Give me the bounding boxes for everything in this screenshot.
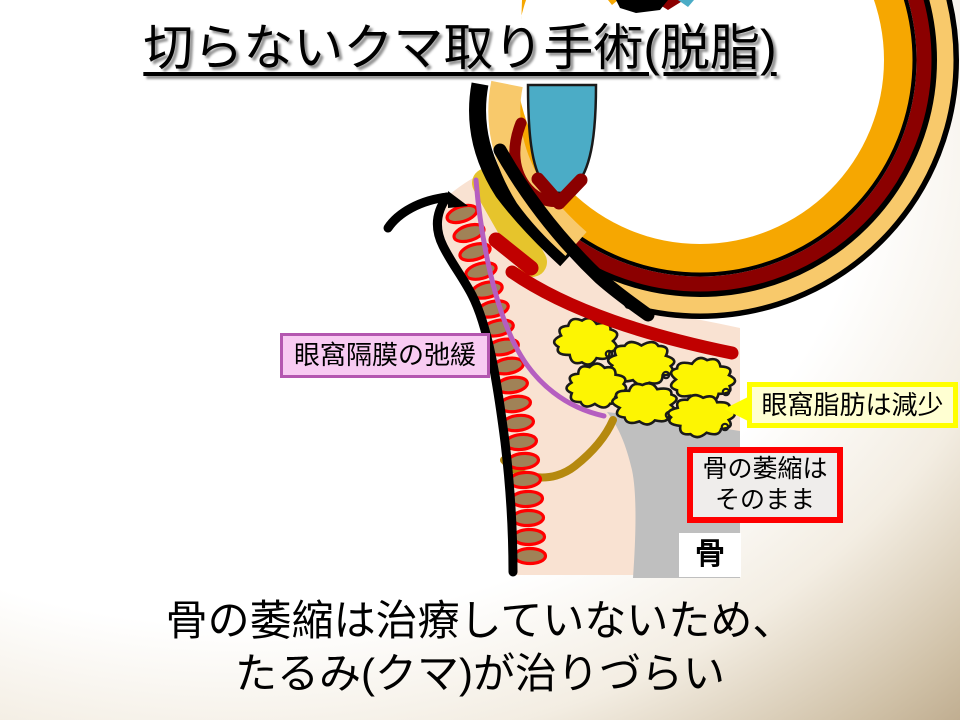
muscle-curve — [505, 265, 739, 360]
left-arrow-icon — [724, 396, 750, 422]
tarsal-plate — [472, 168, 547, 277]
eyeball-rings — [517, 0, 959, 319]
orbital-septum-line — [473, 177, 607, 419]
fat-lobule — [667, 393, 737, 439]
muscle-fiber — [509, 489, 545, 509]
callout-orbital-septum: 眼窩隔膜の弛緩 — [280, 333, 490, 378]
callout-bone-atrophy: 骨の萎縮は そのまま — [687, 447, 843, 523]
muscle-bar — [488, 232, 539, 276]
muscle-fiber — [511, 527, 547, 547]
eyelash-curl — [383, 192, 453, 233]
lid-margin-band — [469, 82, 572, 267]
fat-lobule — [552, 316, 619, 366]
fat-lobule — [611, 381, 678, 426]
fat-lobule-stem — [721, 387, 731, 397]
callout-orbital-fat-text: 眼窩脂肪は減少 — [761, 389, 944, 420]
muscle-fiber — [510, 508, 546, 528]
lid-globe-gap — [493, 143, 655, 322]
eyelash-tick — [448, 191, 468, 208]
muscle-fiber — [512, 546, 548, 566]
conclusion-line2: たるみ(クマ)が治りづらい — [235, 650, 725, 698]
upper-lid-fragment — [608, 0, 694, 13]
title-text: 切らないクマ取り手術(脱脂) — [143, 20, 777, 76]
fat-lobule-stem — [720, 422, 730, 432]
conclusion-line1: 骨の萎縮は治療していないため、 — [165, 597, 795, 644]
callout-bone-atrophy-line1: 骨の萎縮は — [702, 454, 828, 483]
callout-orbital-fat: 眼窩脂肪は減少 — [747, 382, 958, 428]
fat-lobule-stem — [661, 370, 671, 380]
callout-bone: 骨 — [679, 533, 741, 577]
callout-bone-atrophy-line2: そのまま — [714, 486, 815, 514]
skin-outline — [432, 192, 518, 577]
callout-orbital-septum-text: 眼窩隔膜の弛緩 — [293, 340, 476, 371]
callout-bone-text: 骨 — [695, 538, 725, 572]
page-title: 切らないクマ取り手術(脱脂) — [0, 8, 940, 80]
canthal-vee — [531, 172, 588, 210]
conclusion-text: 骨の萎縮は治療していないため、 たるみ(クマ)が治りづらい — [0, 594, 960, 701]
orbital-fat-lobules — [552, 316, 737, 439]
